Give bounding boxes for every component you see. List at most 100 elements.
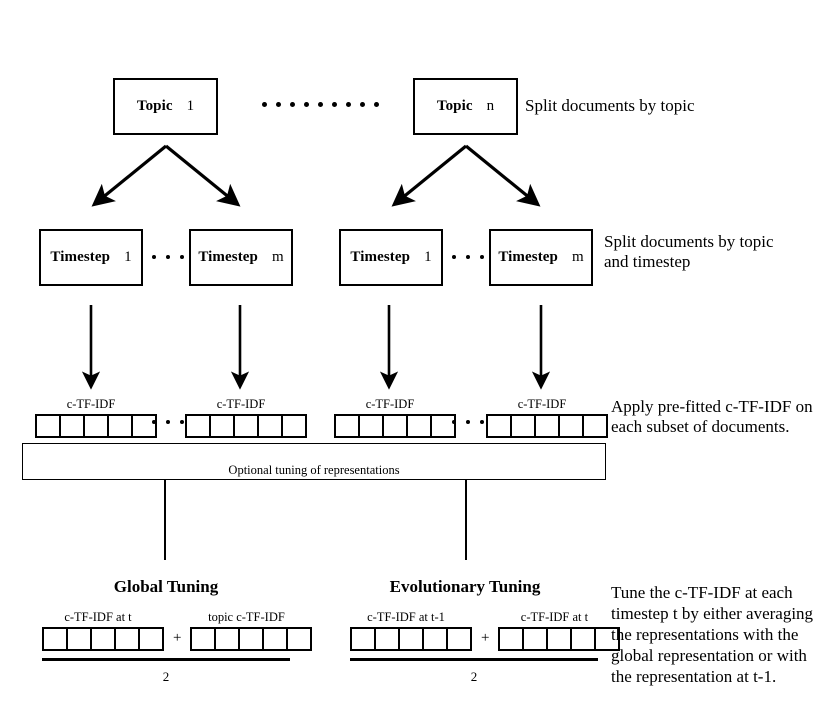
vector-cell [138, 627, 164, 651]
topic-box-1[interactable]: Topic 1 [113, 78, 218, 135]
vector-cell [406, 414, 432, 438]
annotation-split-by-topic: Split documents by topic [525, 96, 695, 115]
topic-box-n[interactable]: Topic n [413, 78, 518, 135]
topic-box-1-label: Topic [136, 98, 173, 114]
dot [152, 255, 156, 259]
vector-cell [90, 627, 116, 651]
vector-cell [594, 627, 621, 651]
topic-box-1-index: 1 [186, 98, 195, 114]
arrow-topicn-to-timestep1 [391, 144, 468, 207]
dot [290, 102, 295, 107]
evolutionary-tuning-right-vector[interactable] [498, 627, 621, 651]
dot [466, 420, 470, 424]
annotation-tune-ctfidf: Tune the c-TF-IDF at each timestep t by … [611, 583, 814, 686]
evolutionary-tuning-fraction-bar [350, 658, 598, 661]
annotation-split-by-topic-and-timestep: Split documents by topic and timestep [604, 232, 774, 271]
connector-line-evolutionary [465, 480, 467, 560]
topic-box-n-index: n [486, 98, 495, 114]
ctfidf-vector-1[interactable] [35, 414, 157, 438]
ctfidf-vector-3-caption: c-TF-IDF [365, 397, 415, 411]
dot [374, 102, 379, 107]
ctfidf-vector-1-caption: c-TF-IDF [66, 397, 116, 411]
dot [152, 420, 156, 424]
dot [276, 102, 281, 107]
vector-cell [66, 627, 92, 651]
ctfidf-vector-2-caption: c-TF-IDF [216, 397, 266, 411]
vector-cell [185, 414, 211, 438]
timestep-ellipsis-right [452, 255, 484, 259]
ctfidf-ellipsis-right [452, 420, 484, 424]
vector-cell [534, 414, 560, 438]
evolutionary-tuning-numerator: c-TF-IDF at t-1 + c-TF-IDF at t [350, 610, 621, 651]
global-tuning-left-vector[interactable] [42, 627, 164, 651]
evolutionary-tuning-right-caption: c-TF-IDF at t [520, 610, 589, 624]
vector-cell [35, 414, 61, 438]
ctfidf-vector-3-group: c-TF-IDF [334, 397, 456, 438]
vector-cell [398, 627, 424, 651]
ctfidf-vector-2[interactable] [185, 414, 307, 438]
vector-cell [59, 414, 85, 438]
evolutionary-tuning-left-term: c-TF-IDF at t-1 [350, 610, 472, 651]
vector-cell [83, 414, 109, 438]
vector-cell [446, 627, 472, 651]
timestep-box-m-index: m [272, 249, 284, 265]
vector-cell [510, 414, 536, 438]
vector-cell [582, 414, 608, 438]
dot [318, 102, 323, 107]
ctfidf-vector-2-group: c-TF-IDF [185, 397, 307, 438]
topic-box-n-label: Topic [436, 98, 473, 114]
vector-cell [382, 414, 408, 438]
vector-cell [558, 414, 584, 438]
ctfidf-vector-3[interactable] [334, 414, 456, 438]
timestep-box-1[interactable]: Timestep 1 [39, 229, 143, 286]
vector-cell [546, 627, 573, 651]
dot [166, 255, 170, 259]
evolutionary-tuning-plus-operator: + [481, 630, 490, 646]
timestep-box-m-right[interactable]: Timestep m [489, 229, 593, 286]
evolutionary-tuning-title: Evolutionary Tuning [389, 577, 541, 596]
vector-cell [238, 627, 265, 651]
ctfidf-vector-4-caption: c-TF-IDF [517, 397, 567, 411]
evolutionary-tuning-left-vector[interactable] [350, 627, 472, 651]
global-tuning-right-vector[interactable] [190, 627, 313, 651]
dot [180, 420, 184, 424]
timestep-box-1-index: 1 [124, 249, 132, 265]
topic-ellipsis [262, 102, 379, 107]
vector-cell [498, 627, 525, 651]
vector-cell [281, 414, 307, 438]
global-tuning-left-caption: c-TF-IDF at t [64, 610, 132, 624]
annotation-apply-prefitted-ctfidf: Apply pre-fitted c-TF-IDF on each subset… [611, 397, 813, 436]
vector-cell [214, 627, 241, 651]
timestep-box-m[interactable]: Timestep m [189, 229, 293, 286]
optional-tuning-bracket [22, 443, 606, 480]
timestep-box-1-right-index: 1 [424, 249, 432, 265]
global-tuning-right-term: topic c-TF-IDF [190, 610, 313, 651]
arrow-topic1-to-timestepm [164, 144, 241, 207]
vector-cell [422, 627, 448, 651]
global-tuning-numerator: c-TF-IDF at t + topic c-TF-IDF [42, 610, 313, 651]
arrow-topic1-to-timestep1 [91, 144, 168, 207]
dot [332, 102, 337, 107]
dot [262, 102, 267, 107]
timestep-box-1-label: Timestep [50, 249, 111, 265]
dot [452, 255, 456, 259]
ctfidf-vector-4[interactable] [486, 414, 608, 438]
ctfidf-vector-1-group: c-TF-IDF [35, 397, 157, 438]
vector-cell [42, 627, 68, 651]
timestep-ellipsis-left [152, 255, 184, 259]
vector-cell [374, 627, 400, 651]
ctfidf-ellipsis-left [152, 420, 184, 424]
timestep-box-m-right-index: m [572, 249, 584, 265]
global-tuning-left-term: c-TF-IDF at t [42, 610, 164, 651]
dot [346, 102, 351, 107]
optional-tuning-caption: Optional tuning of representations [228, 463, 400, 477]
dot [180, 255, 184, 259]
ctfidf-vector-4-group: c-TF-IDF [486, 397, 608, 438]
vector-cell [522, 627, 549, 651]
timestep-box-1-right[interactable]: Timestep 1 [339, 229, 443, 286]
evolutionary-tuning-left-caption: c-TF-IDF at t-1 [367, 610, 445, 624]
vector-cell [486, 414, 512, 438]
vector-cell [262, 627, 289, 651]
